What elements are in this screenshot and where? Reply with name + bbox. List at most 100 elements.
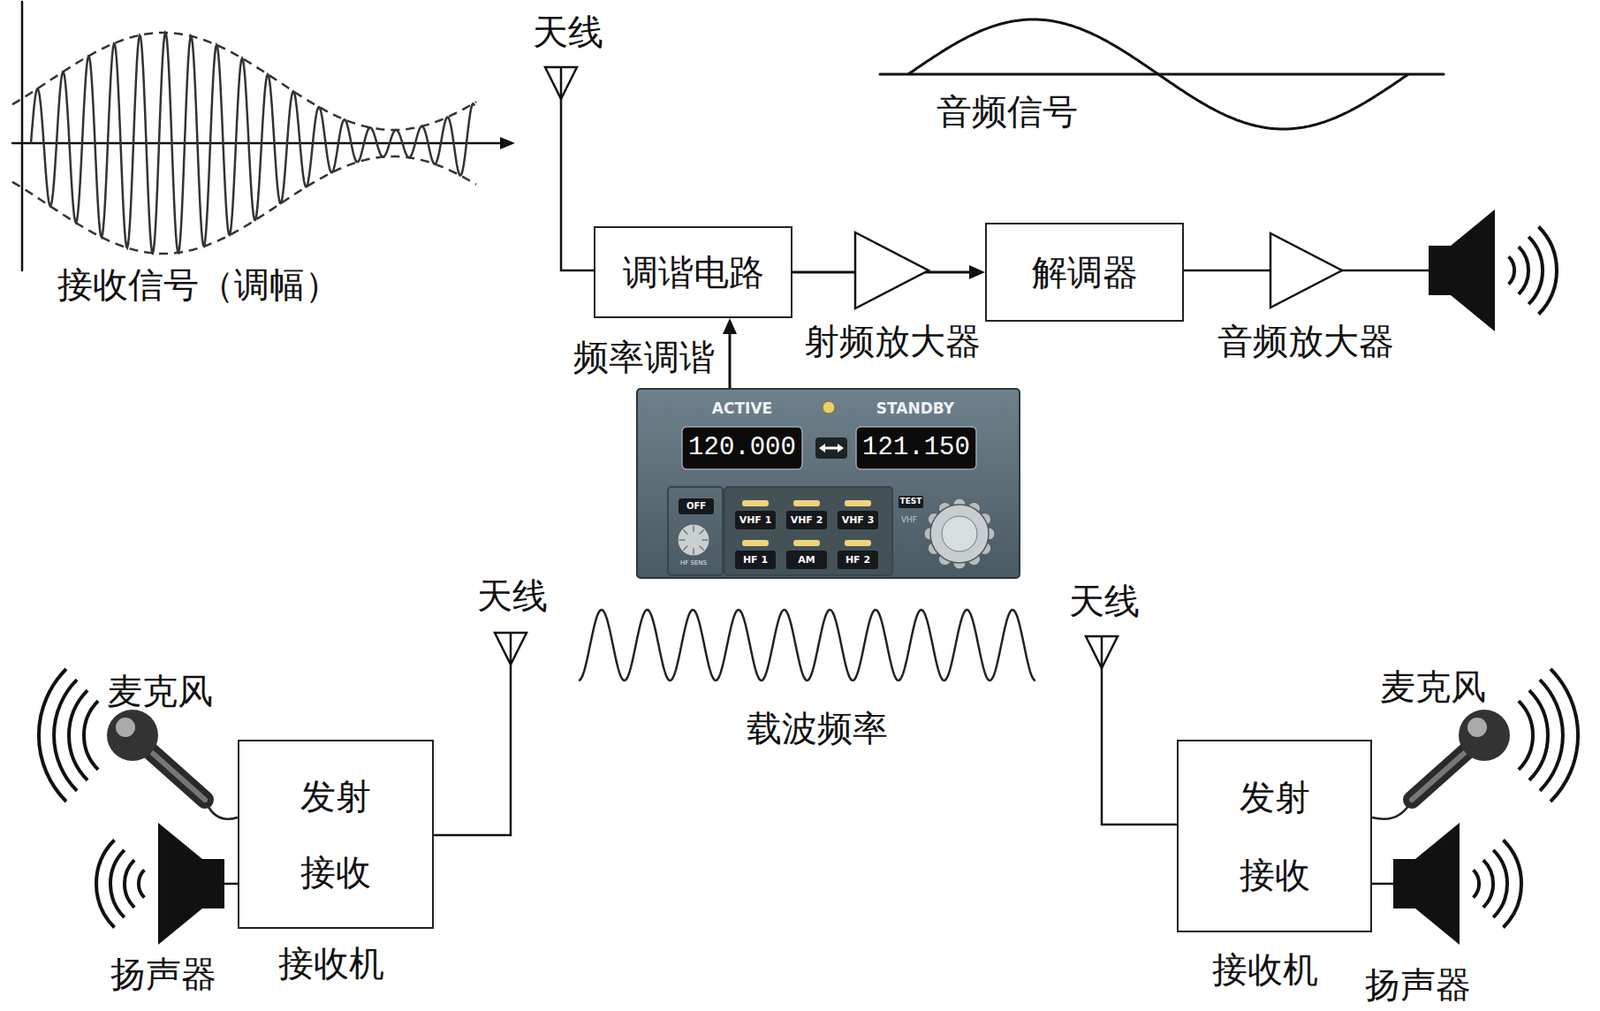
text-label: 射频放大器	[803, 319, 981, 363]
text-label: 音频放大器	[1217, 319, 1395, 363]
active-display	[682, 426, 803, 470]
panel-text: 121.150	[862, 433, 971, 463]
antenna-symbol	[433, 632, 527, 835]
process-box: 发射接收	[1176, 739, 1373, 933]
swap-arrowhead	[818, 443, 826, 453]
knob-ridge	[699, 530, 704, 534]
knob-ridge	[683, 530, 688, 534]
text-label: 接收信号（调幅）	[57, 263, 341, 306]
sound-wave-arc	[138, 869, 145, 897]
off-button	[678, 498, 714, 515]
sound-wave-arc	[1529, 690, 1548, 781]
connector-line	[728, 332, 732, 388]
sound-wave-arc	[96, 840, 115, 928]
panel-text: ACTIVE	[712, 400, 773, 418]
panel-text: AM	[797, 554, 815, 566]
amplifier-triangle	[855, 232, 929, 309]
button-light	[844, 539, 872, 546]
panel-text: VHF 2	[790, 515, 824, 526]
select-button	[786, 510, 827, 530]
microphone	[106, 709, 238, 819]
envelope-lower	[12, 156, 477, 254]
axis-arrowhead	[500, 136, 516, 150]
panel-text: OFF	[686, 500, 706, 511]
text-label: 扬声器	[1364, 963, 1472, 1006]
connector	[722, 318, 737, 388]
text-label: 天线	[532, 10, 604, 54]
sound-wave-arc	[38, 668, 67, 802]
speaker-cone	[158, 822, 203, 945]
sound-wave-arc	[68, 690, 88, 781]
y-axis	[21, 1, 24, 271]
sound-waves	[1473, 840, 1522, 928]
text-label: 天线	[477, 574, 548, 617]
knob-ridge	[702, 538, 708, 541]
text-label: 麦克风	[1380, 665, 1487, 708]
text-label: 扬声器	[110, 952, 217, 995]
sound-wave-arc	[1503, 840, 1523, 928]
box-text: 接收	[1239, 853, 1311, 896]
panel-text: HF 2	[845, 554, 871, 566]
text-label: 音频信号	[936, 90, 1078, 133]
panel-text: HF SENS	[680, 560, 707, 568]
sound-waves	[1518, 668, 1578, 802]
panel-text: VHF 1	[739, 515, 773, 526]
connector-label: 频率调谐	[570, 335, 718, 379]
sound-wave-arc	[110, 849, 125, 918]
swap-arrowhead	[837, 443, 844, 453]
arrowhead	[722, 318, 737, 334]
knob-ridge	[679, 538, 685, 541]
text-label: 接收机	[278, 941, 385, 985]
speaker-magnet	[1393, 858, 1416, 909]
speaker-symbol	[1428, 209, 1495, 332]
speaker-cone	[1415, 822, 1460, 945]
box-text: 发射	[300, 774, 372, 818]
panel-text: VHF 3	[841, 515, 875, 526]
microphone-highlight	[115, 717, 136, 737]
sound-waves	[1509, 227, 1557, 315]
sound-wave-arc	[1518, 246, 1529, 295]
button-grid	[724, 486, 893, 576]
box-text: 调谐电路	[622, 250, 765, 294]
swap-button	[815, 437, 848, 459]
carrier-wave	[578, 609, 1036, 681]
sound-wave-arc	[1509, 256, 1515, 284]
text-label: 接收机	[1212, 947, 1319, 991]
left-section	[667, 486, 723, 576]
speaker-symbol	[158, 822, 225, 945]
button-light	[844, 500, 872, 507]
sound-waves	[38, 668, 99, 802]
select-button	[735, 510, 776, 530]
antenna-wire	[1101, 636, 1177, 825]
button-light	[793, 500, 820, 507]
tuning-knob	[930, 504, 989, 563]
knob-ridge	[692, 548, 695, 554]
antenna-symbol	[1085, 636, 1177, 825]
sound-wave-arc	[1539, 679, 1563, 791]
am-signal-chart	[12, 1, 516, 271]
arrowhead	[969, 265, 986, 280]
microphone-head	[106, 709, 159, 761]
panel-text: STANDBY	[876, 400, 955, 418]
sound-wave-arc	[1483, 859, 1494, 908]
process-box: 调谐电路	[593, 226, 793, 319]
speaker-symbol	[1393, 822, 1460, 945]
box-text: 接收	[300, 850, 372, 894]
process-box: 发射接收	[237, 739, 434, 929]
antenna-wire	[561, 67, 594, 271]
radio-control-panel: ACTIVE STANDBY 120.000 121.150OFF VHF 1 VHF 2…	[636, 387, 1021, 579]
panel-text: 120.000	[688, 433, 797, 463]
knob-ridge	[683, 545, 688, 550]
tuning-knob-center	[941, 515, 978, 552]
modulated-wave	[30, 32, 475, 253]
speaker-wire	[224, 882, 238, 886]
speaker-magnet	[202, 858, 225, 909]
panel-face	[636, 387, 1021, 579]
sound-wave-arc	[1539, 227, 1558, 315]
standby-display	[856, 426, 977, 470]
select-button	[735, 550, 776, 569]
panel-body	[636, 388, 1020, 578]
sound-wave-arc	[1550, 668, 1578, 802]
